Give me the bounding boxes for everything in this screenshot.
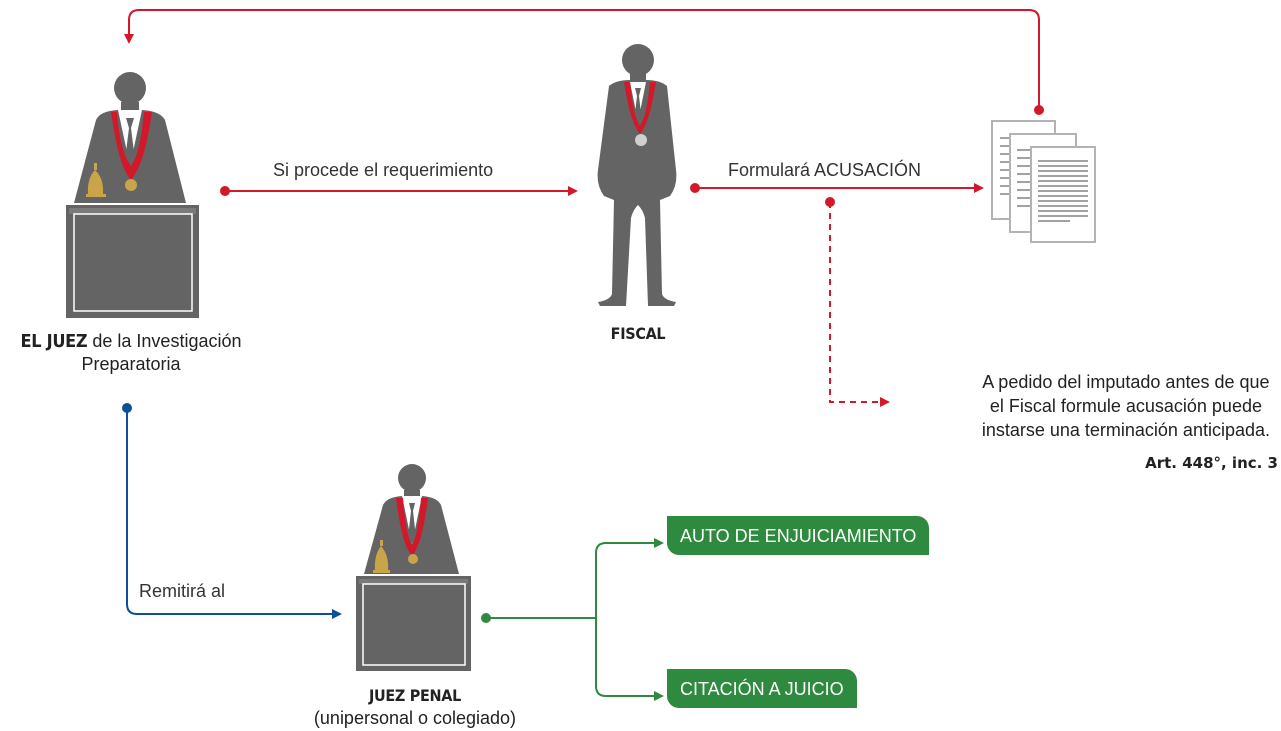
bell-icon: [86, 163, 106, 197]
bell-icon: [373, 540, 390, 573]
feedback-arrow: [124, 9, 1044, 115]
juez-penal-subtitle: (unipersonal o colegiado): [313, 708, 517, 728]
arrows-to-outcomes: [481, 538, 664, 701]
note-line-3: instarse una terminación anticipada.: [981, 420, 1270, 440]
juez-penal-caption: JUEZ PENAL (unipersonal o colegiado): [270, 684, 560, 730]
judge-at-bench-icon: [66, 72, 199, 318]
arrow-juez-to-juez-penal: [122, 403, 342, 619]
outcome-citacion-a-juicio: CITACIÓN A JUICIO: [667, 669, 857, 708]
juez-title-line2: Preparatoria: [81, 354, 181, 374]
prosecutor-icon: [597, 44, 677, 306]
juez-caption: EL JUEZ de la Investigación Preparatoria: [0, 330, 262, 376]
judge-at-bench-icon: [356, 464, 471, 671]
note-line-2: el Fiscal formule acusación puede: [989, 396, 1262, 416]
fiscal-title: FISCAL: [610, 324, 666, 343]
juez-title-bold: EL JUEZ: [20, 331, 88, 352]
fiscal-caption: FISCAL: [578, 322, 698, 345]
dashed-arrow-to-note: [825, 197, 890, 407]
documents-icon: [991, 120, 1096, 243]
article-reference: Art. 448°, inc. 3: [1145, 454, 1278, 472]
edge-label-si-procede: Si procede el requerimiento: [273, 160, 494, 180]
terminacion-anticipada-note: A pedido del imputado antes de que el Fi…: [982, 370, 1270, 442]
arrow-fiscal-to-documents: [690, 183, 984, 193]
juez-title-rest: de la Investigación: [87, 331, 242, 351]
outcome-auto-de-enjuiciamiento: AUTO DE ENJUICIAMIENTO: [667, 516, 930, 555]
arrow-juez-to-fiscal: [220, 186, 578, 196]
edge-label-remitira-al: Remitirá al: [139, 581, 226, 601]
juez-penal-title: JUEZ PENAL: [368, 686, 462, 705]
note-line-1: A pedido del imputado antes de que: [982, 372, 1270, 392]
edge-label-formulara-acusacion: Formulará ACUSACIÓN: [728, 160, 922, 180]
